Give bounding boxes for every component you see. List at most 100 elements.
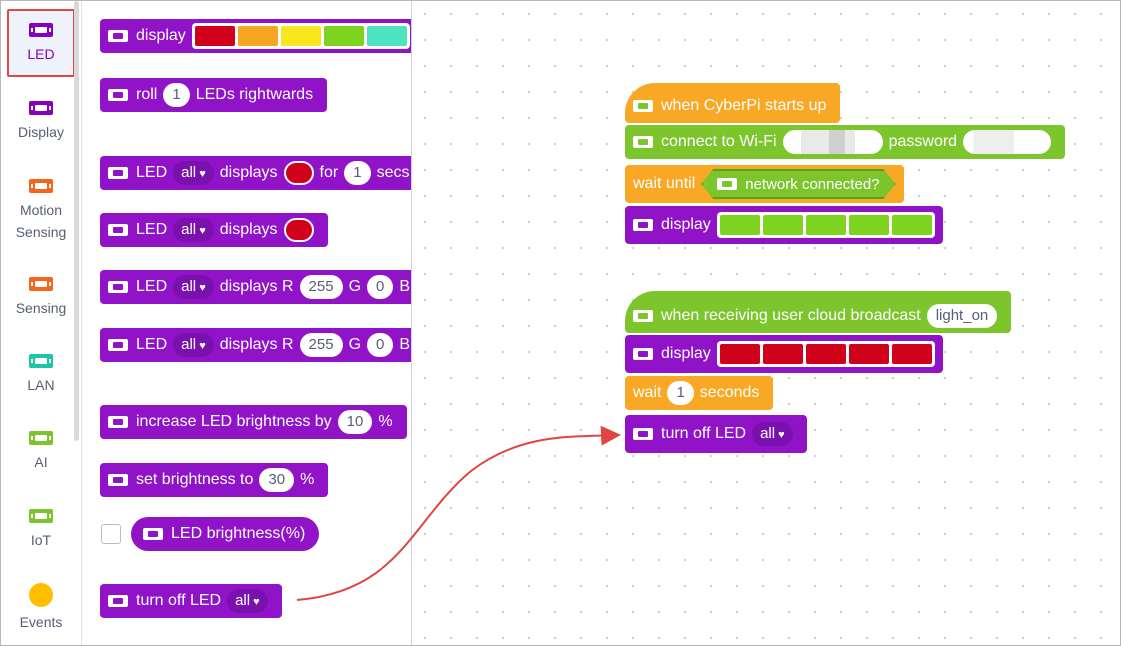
category-label: AI — [34, 454, 48, 470]
led-icon — [29, 23, 53, 37]
display-colors-block[interactable]: display — [100, 19, 418, 53]
block-label: secs — [376, 164, 410, 181]
category-led[interactable]: LED — [7, 9, 75, 77]
color-swatch[interactable] — [719, 215, 760, 235]
category-label: LAN — [27, 377, 55, 393]
color-strip[interactable] — [191, 23, 410, 49]
led-displays-block[interactable]: LED all displays — [100, 213, 328, 247]
color-swatch[interactable] — [848, 215, 889, 235]
led-target-dropdown[interactable]: all — [752, 422, 793, 446]
red-input[interactable]: 255 — [299, 275, 343, 299]
category-lan[interactable]: LAN — [7, 354, 75, 396]
block-label: % — [378, 413, 393, 430]
broadcast-message-input[interactable]: light_on — [926, 304, 998, 328]
monitor-checkbox[interactable] — [101, 524, 121, 544]
palette-divider — [411, 1, 412, 645]
led-displays-for-block[interactable]: LED all displays for 1 secs — [100, 156, 424, 190]
led-brightness-reporter[interactable]: LED brightness(%) — [131, 517, 320, 551]
script-workspace[interactable]: when CyberPi starts up connect to Wi-Fi … — [412, 1, 1120, 645]
led-target-dropdown[interactable]: all — [173, 218, 214, 242]
block-label: display — [661, 216, 711, 233]
category-sensing[interactable]: Sensing — [7, 277, 75, 319]
led-target-dropdown[interactable]: all — [173, 333, 214, 357]
category-label: Display — [18, 124, 64, 140]
led-icon — [108, 474, 128, 486]
led-icon — [108, 167, 128, 179]
block-label: G — [348, 336, 362, 353]
color-swatch[interactable] — [848, 344, 889, 364]
turn-off-led-block[interactable]: turn off LED all — [100, 584, 282, 618]
color-swatch[interactable] — [891, 215, 932, 235]
color-swatch[interactable] — [719, 344, 760, 364]
set-brightness-block[interactable]: set brightness to 30 % — [100, 463, 329, 497]
color-strip[interactable] — [716, 341, 935, 367]
network-connected-condition[interactable]: network connected? — [701, 169, 895, 199]
display-green-block[interactable]: display — [625, 206, 943, 244]
block-label: connect to Wi-Fi — [661, 133, 777, 150]
green-input[interactable]: 0 — [367, 275, 394, 299]
block-label: displays — [219, 221, 278, 238]
color-swatch[interactable] — [237, 26, 278, 46]
led-target-dropdown[interactable]: all — [173, 275, 214, 299]
led-target-dropdown[interactable]: all — [227, 589, 268, 613]
color-swatch[interactable] — [891, 344, 932, 364]
color-picker[interactable] — [283, 218, 314, 242]
block-label: increase LED brightness by — [136, 413, 332, 430]
category-iot[interactable]: IoT — [7, 509, 75, 551]
color-swatch[interactable] — [366, 26, 407, 46]
block-label: G — [348, 278, 362, 295]
led-icon — [108, 595, 128, 607]
sidebar-scrollbar[interactable] — [74, 1, 79, 441]
wait-seconds-block[interactable]: wait 1 seconds — [625, 376, 774, 410]
led-icon — [108, 339, 128, 351]
led-icon — [717, 178, 737, 190]
category-motion-sensing[interactable]: Motion Sensing — [7, 179, 75, 243]
color-picker[interactable] — [283, 161, 314, 185]
category-display[interactable]: Display — [7, 101, 75, 143]
block-label: wait until — [633, 175, 696, 192]
category-label: IoT — [30, 532, 52, 548]
red-input[interactable]: 255 — [299, 333, 343, 357]
color-strip[interactable] — [716, 212, 935, 238]
cloud-broadcast-hat[interactable]: when receiving user cloud broadcast ligh… — [625, 291, 1012, 333]
block-label: for — [319, 164, 339, 181]
lan-icon — [29, 354, 53, 368]
turn-off-led-workspace-block[interactable]: turn off LED all — [625, 415, 807, 453]
block-label: when receiving user cloud broadcast — [661, 307, 921, 324]
green-input[interactable]: 0 — [367, 333, 394, 357]
wifi-password-input[interactable] — [963, 130, 1052, 154]
wifi-ssid-input[interactable] — [782, 130, 883, 154]
brightness-step-input[interactable]: 10 — [337, 410, 373, 434]
ai-icon — [29, 431, 53, 445]
display-red-block[interactable]: display — [625, 335, 943, 373]
category-label: Events — [19, 614, 63, 630]
color-swatch[interactable] — [762, 344, 803, 364]
block-label: LED — [136, 221, 168, 238]
iot-icon — [29, 509, 53, 523]
color-swatch[interactable] — [805, 215, 846, 235]
color-swatch[interactable] — [762, 215, 803, 235]
wait-seconds-input[interactable]: 1 — [667, 381, 694, 405]
category-ai[interactable]: AI — [7, 431, 75, 473]
color-swatch[interactable] — [323, 26, 364, 46]
block-label: displays R — [219, 278, 294, 295]
category-events[interactable]: Events — [7, 583, 75, 633]
color-swatch[interactable] — [280, 26, 321, 46]
connect-wifi-block[interactable]: connect to Wi-Fi password — [625, 125, 1066, 159]
roll-leds-block[interactable]: roll 1 LEDs rightwards — [100, 78, 328, 112]
color-swatch[interactable] — [194, 26, 235, 46]
increase-brightness-block[interactable]: increase LED brightness by 10 % — [100, 405, 407, 439]
roll-count-input[interactable]: 1 — [163, 83, 190, 107]
block-label: displays — [219, 164, 278, 181]
wait-until-block[interactable]: wait until network connected? — [625, 165, 904, 203]
secs-input[interactable]: 1 — [344, 161, 371, 185]
led-target-dropdown[interactable]: all — [173, 161, 214, 185]
block-label: LED — [136, 164, 168, 181]
led-icon — [633, 100, 653, 112]
when-starts-up-hat[interactable]: when CyberPi starts up — [625, 83, 841, 123]
brightness-input[interactable]: 30 — [259, 468, 295, 492]
category-sidebar: LED Display Motion Sensing Sensing LAN A… — [1, 1, 82, 645]
category-label: Sensing — [15, 300, 67, 316]
color-swatch[interactable] — [805, 344, 846, 364]
block-label: LED brightness(%) — [171, 525, 306, 542]
